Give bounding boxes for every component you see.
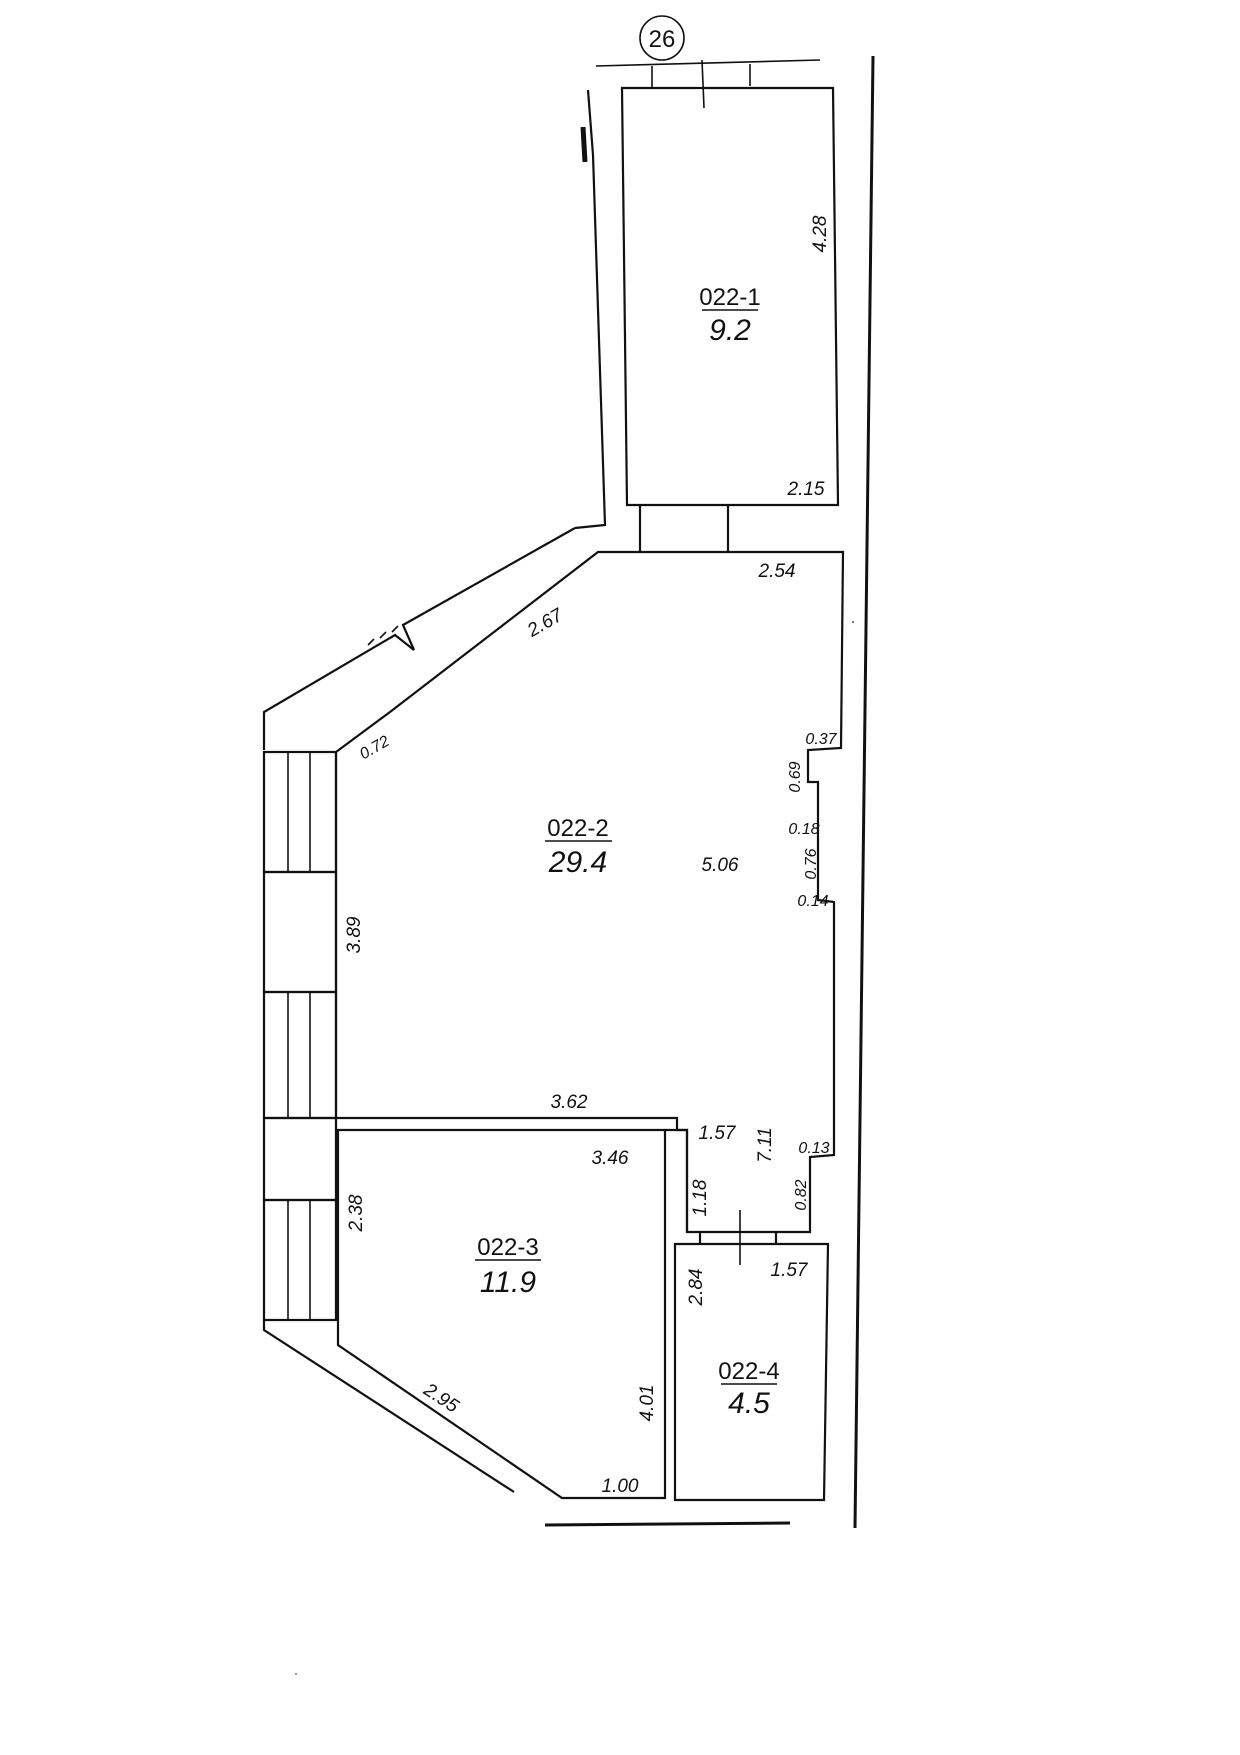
dim-r2-niche-c: 0.18 (788, 821, 819, 838)
room-code: 022-2 (547, 815, 608, 842)
dim-r2-diag: 2.67 (523, 604, 568, 642)
dim-r3-bottom: 1.00 (602, 1476, 639, 1497)
room-area: 11.9 (480, 1266, 536, 1299)
room-area: 9.2 (709, 314, 751, 347)
dim-r2-right: 5.06 (702, 855, 739, 876)
outer-wall-upper (574, 89, 607, 530)
dim-r1-width: 2.15 (787, 479, 825, 500)
room-label-022-2: 022-2 29.4 (545, 815, 612, 879)
room-022-1-outline (620, 86, 840, 507)
window-lower (262, 1198, 338, 1322)
dim-r2-passage: 1.57 (699, 1123, 737, 1144)
room-022-2-outline (334, 550, 845, 1234)
room-label-022-4: 022-4 4.5 (718, 1358, 779, 1420)
room-022-4-outline (673, 1242, 830, 1502)
dim-r4-top: 1.57 (771, 1260, 809, 1281)
room-code: 022-4 (718, 1358, 779, 1385)
dim-r3-diag: 2.95 (419, 1379, 463, 1418)
dim-r2-niche-d: 0.76 (803, 848, 820, 879)
dim-r2-corridor: 1.18 (690, 1179, 711, 1216)
room-code: 022-1 (699, 284, 760, 311)
scan-speck (295, 1673, 297, 1675)
axis-marker: 26 (595, 15, 821, 109)
dim-r3-right: 4.01 (637, 1385, 658, 1422)
scan-speck (852, 621, 854, 623)
wall-pier-middle (262, 870, 338, 994)
outer-right-wall (853, 55, 875, 1529)
corridor-wall (665, 1128, 689, 1232)
room-label-022-3: 022-3 11.9 (475, 1234, 541, 1299)
room-label-022-1: 022-1 9.2 (699, 284, 760, 347)
dim-r2-corner: 0.72 (357, 733, 393, 763)
dim-r2-lower: 0.82 (793, 1179, 810, 1210)
dim-r2-niche-a: 0.37 (805, 731, 837, 748)
dim-r2-total: 7.11 (755, 1127, 776, 1163)
dim-r2-left: 3.89 (344, 916, 365, 953)
outer-wall-lower-diagonal (262, 1320, 515, 1493)
room-code: 022-3 (477, 1234, 538, 1261)
dim-r4-left: 2.84 (686, 1269, 707, 1307)
dim-r2-niche-e: 0.14 (797, 893, 828, 910)
dim-r3-left: 2.38 (346, 1194, 367, 1232)
wall-pier-lower (262, 1116, 338, 1202)
outer-bottom-wall (544, 1521, 791, 1527)
axis-marker-label: 26 (649, 26, 676, 53)
window-upper (262, 750, 338, 874)
room-area: 29.4 (548, 846, 607, 879)
dim-r1-height: 4.28 (810, 215, 831, 252)
outer-wall-diagonal (262, 527, 576, 750)
window-middle (262, 990, 338, 1120)
dim-r2-niche-b: 0.69 (787, 761, 804, 792)
dim-r2-step: 0.13 (798, 1140, 829, 1157)
dim-r2-bottom: 3.62 (551, 1092, 588, 1113)
dim-r3-top: 3.46 (592, 1148, 629, 1169)
room-022-3-outline (336, 1128, 667, 1500)
room-area: 4.5 (728, 1387, 770, 1420)
dim-r2-top: 2.54 (758, 561, 796, 582)
